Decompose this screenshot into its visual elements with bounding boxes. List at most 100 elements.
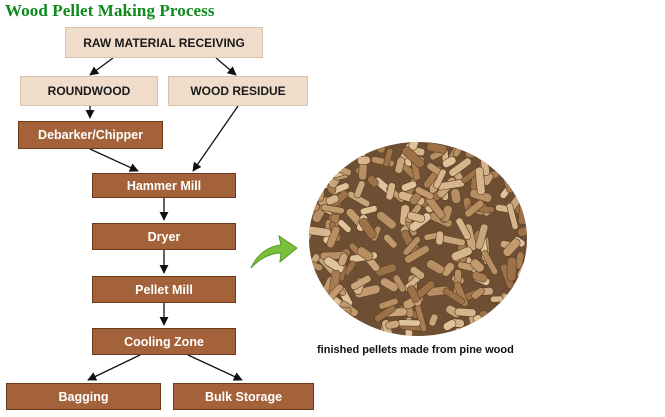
pellet-shape [471,271,488,283]
arrow-raw-to-residue [215,57,237,76]
step-label: Hammer Mill [126,178,202,193]
pellet-shape [350,275,372,291]
pellet-shape [359,205,378,216]
pellet-shape [402,236,421,256]
pellet-shape [337,219,352,233]
pellet-shape [380,277,399,292]
pellet-shape [490,295,505,303]
pellet-shape [475,166,486,196]
pellet-shape [454,307,477,317]
pellet-shape [315,142,337,153]
pellet-shape [309,174,320,192]
pellet-shape [503,322,517,336]
pellet-shape [320,143,336,168]
arrow-cooling-to-bagging [87,354,141,381]
pellet-shape [354,284,381,299]
pellet-shape [309,203,320,213]
pellet-shape [448,157,472,177]
step-bulk-storage: Bulk Storage [173,383,314,410]
step-hammer-mill: Hammer Mill [92,173,236,198]
step-pellet-mill: Pellet Mill [92,276,236,303]
pellet-shape [356,246,374,261]
pellet-shape [435,230,444,246]
step-wood-residue: WOOD RESIDUE [168,76,308,106]
pellet-shape [323,256,345,274]
pellet-shape [497,158,522,170]
pellet-shape [514,142,527,155]
pellet-shape [442,319,457,331]
pellet-shape [337,252,349,267]
step-label: Bagging [58,389,109,404]
photo-caption: finished pellets made from pine wood [317,344,514,356]
arrow-residue-to-hammer [192,105,239,172]
pellet-shape [455,217,472,241]
pellet-shape [433,168,447,189]
pellet-shape [317,157,333,168]
pellet-shape [508,142,526,148]
pellet-shape [442,287,466,305]
pellet-shape [518,178,527,191]
pellet-shape [375,263,397,277]
pellet-shape [414,186,435,200]
step-bagging: Bagging [6,383,161,410]
step-label: Dryer [147,229,181,244]
pellet-shape [426,259,445,275]
step-raw-material-receiving: RAW MATERIAL RECEIVING [65,27,263,58]
pellet-shape [329,142,346,156]
green-curved-arrow-icon [250,234,298,269]
pellet-shape [476,326,501,336]
pellet-shape [322,308,339,335]
pellet-shape [473,148,487,158]
pellet-shape [515,169,527,182]
pellet-shape [309,295,319,313]
pellet-shape [367,175,379,188]
pellet-shape [315,181,326,202]
pellet-shape [486,318,500,336]
pellet-shape [324,142,338,151]
pellet-shape [378,297,399,310]
pellet-shape [426,142,448,154]
pellet-shape [309,143,331,164]
pellet-shape [475,223,489,250]
pellet-shape [442,156,457,168]
pellet-shape [506,256,517,282]
step-label: Debarker/Chipper [38,128,143,142]
pellet-shape [316,303,334,323]
pellet-shape [332,142,358,151]
pellet-shape [385,182,396,201]
step-label: RAW MATERIAL RECEIVING [83,35,245,50]
pellet-shape [404,245,430,264]
pellet-shape [510,285,527,310]
page-title: Wood Pellet Making Process [5,1,215,20]
pellet-shape [320,204,345,215]
pellet-shape [397,319,421,327]
pellet-shape [464,199,485,218]
step-cooling-zone: Cooling Zone [92,328,236,355]
pellet-shape [309,323,319,336]
step-debarker-chipper: Debarker/Chipper [18,121,163,149]
pellet-shape [407,285,420,303]
pellet-shape [358,217,377,239]
pellet-shape [470,258,485,273]
pellet-shape [409,266,426,280]
pellet-shape [359,142,375,147]
step-label: ROUNDWOOD [47,84,131,98]
pellet-shape [309,171,321,182]
pellet-shape [318,147,344,159]
pellet-shape [320,314,331,331]
pellet-shape [394,156,406,174]
step-dryer: Dryer [92,223,236,250]
pellet-shape [401,146,425,169]
pellet-shape [471,287,485,300]
step-roundwood: ROUNDWOOD [20,76,158,106]
arrow-raw-to-roundwood [89,57,114,76]
arrow-cooling-to-storage [187,354,243,381]
pellet-shape [353,180,366,199]
pellet-shape [383,148,394,168]
pellet-shape [511,282,527,293]
pellet-shape [374,304,396,323]
step-label: Cooling Zone [124,334,204,349]
pellet-shape [309,286,321,304]
pellet-shape [383,233,398,249]
